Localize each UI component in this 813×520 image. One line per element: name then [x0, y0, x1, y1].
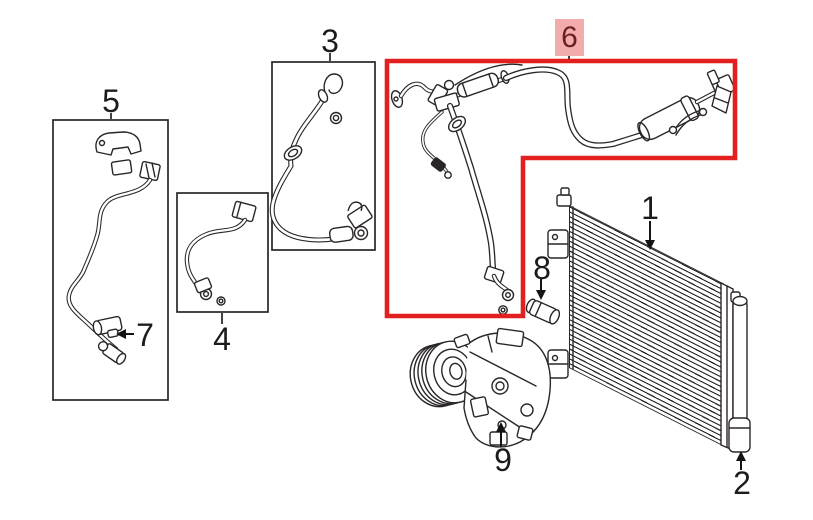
- receiver-drier-drawing: [728, 291, 751, 453]
- part-4-tube-drawing: [187, 200, 257, 306]
- part-label-7: 7: [136, 317, 154, 353]
- part-label-5: 5: [102, 83, 120, 119]
- condenser-details: [547, 187, 734, 451]
- part-3-hose-drawing: [272, 73, 373, 243]
- part-label-8: 8: [533, 250, 551, 286]
- part-label-3: 3: [321, 23, 339, 59]
- box-part-5: [52, 119, 169, 401]
- part-label-2: 2: [733, 465, 751, 501]
- part-7-fitting: [92, 315, 123, 339]
- part-boxes: [52, 61, 376, 401]
- box-part-3: [271, 61, 376, 251]
- part-label-1: 1: [641, 190, 659, 226]
- part-6-hose-assembly-drawing: [390, 63, 736, 315]
- box-part-4: [176, 192, 269, 313]
- part-label-9: 9: [494, 442, 512, 478]
- callouts: [110, 53, 746, 470]
- part-label-6-highlighted: 6: [555, 19, 584, 56]
- highlight-box-part-6: [384, 58, 738, 319]
- service-valve-drawing: [525, 298, 561, 325]
- part-label-4: 4: [213, 321, 231, 357]
- compressor-drawing: [409, 327, 552, 448]
- part-5-pipe-drawing: [69, 131, 161, 365]
